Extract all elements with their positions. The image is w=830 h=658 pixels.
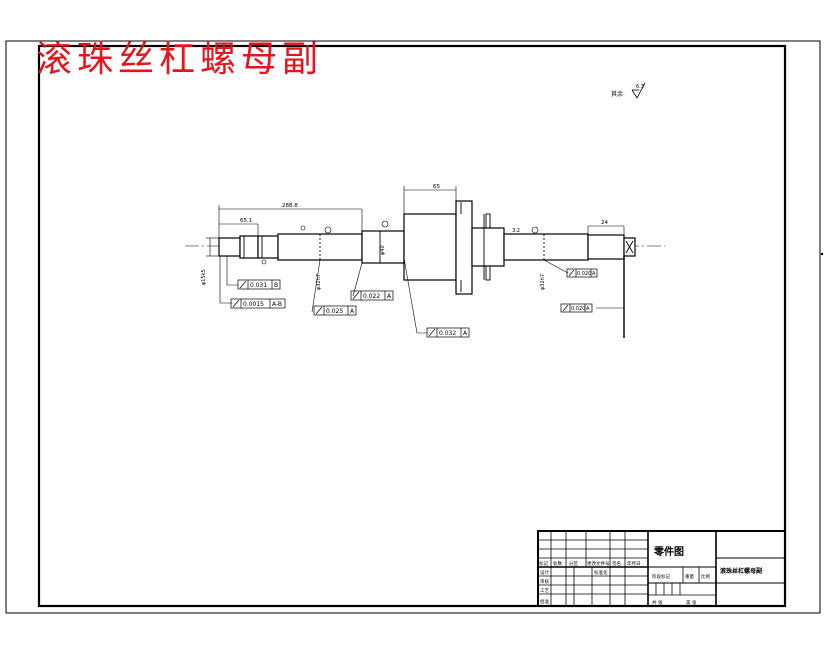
dimension-lines	[206, 186, 625, 257]
svg-text:审核: 审核	[540, 578, 549, 585]
section-markers	[261, 220, 539, 265]
tolerance-datum: A	[387, 293, 392, 300]
svg-text:阶段标记: 阶段标记	[652, 573, 670, 580]
tolerance-frame-6: 0.020 A	[566, 268, 598, 278]
svg-text:年月日: 年月日	[627, 560, 641, 567]
shaft-details	[243, 202, 634, 292]
dim-total-length: 288.8	[282, 203, 298, 209]
svg-text:标准化: 标准化	[594, 569, 608, 576]
svg-text:更改文件号: 更改文件号	[587, 560, 610, 567]
tolerance-value: 0.022	[363, 293, 380, 300]
shaft-outline	[218, 200, 636, 295]
tolerance-value: 0.025	[326, 308, 343, 315]
svg-text:φ32h7: φ32h7	[540, 274, 546, 290]
tolerance-datum: A	[463, 330, 468, 337]
tolerance-datum: A	[350, 308, 355, 315]
svg-text:共 张: 共 张	[652, 599, 663, 606]
svg-text:设计: 设计	[540, 569, 549, 576]
tolerance-datum: A	[592, 271, 596, 277]
svg-text:φ15k5: φ15k5	[201, 269, 207, 285]
tolerance-value: 0.032	[439, 330, 456, 337]
dim-nut-width: 65	[433, 184, 440, 190]
tolerance-frame-3: 0.025 A	[313, 305, 357, 316]
svg-text:签名: 签名	[612, 560, 621, 567]
drawing-name: 滚珠丝杠螺母副	[720, 567, 762, 575]
tolerance-frame-2: 0.0015 A-B	[230, 298, 286, 309]
drawing-title: 滚珠丝杠螺母副	[36, 39, 324, 80]
title-block-row-labels: 标记 处数 分区 更改文件号 签名 年月日	[539, 560, 641, 567]
leader-lines	[219, 214, 625, 338]
tolerance-frame-7: 0.020 A	[560, 303, 593, 313]
part-label: 零件图	[653, 545, 684, 558]
svg-text:工艺: 工艺	[540, 588, 549, 594]
tolerance-value: 0.020	[571, 306, 585, 312]
svg-text:标记: 标记	[539, 560, 548, 567]
frame-mark	[820, 252, 824, 256]
svg-text:φ40: φ40	[380, 245, 386, 255]
title-block-info: 阶段标记 重量 比例 共 张 第 张	[652, 573, 710, 606]
tolerance-datum: A-B	[272, 301, 282, 308]
roughness-value: 6.3	[636, 84, 644, 90]
tolerance-datum: A	[586, 306, 590, 312]
dim-right-length: 24	[601, 220, 608, 226]
title-block	[537, 530, 786, 607]
outer-frame	[5, 40, 821, 614]
svg-text:比例: 比例	[701, 573, 710, 580]
inner-frame	[37, 44, 787, 608]
tolerance-datum: B	[274, 282, 278, 289]
svg-text:分区: 分区	[569, 560, 578, 567]
svg-text:φ32h7: φ32h7	[316, 274, 322, 290]
roughness-symbol	[631, 82, 646, 99]
svg-text:批准: 批准	[540, 598, 549, 605]
svg-text:重量: 重量	[685, 573, 694, 580]
title-block-signoffs: 设计 标准化 审核 工艺 批准	[540, 569, 608, 605]
roughness-note: 其余	[611, 90, 623, 98]
svg-text:处数: 处数	[553, 560, 562, 567]
tolerance-value: 0.020	[577, 271, 591, 277]
tolerance-value: 0.031	[250, 282, 267, 289]
dim-chamfer: 3.2	[512, 228, 520, 234]
diameter-labels: φ15k5 φ32h7 φ40 φ32h7	[201, 245, 546, 290]
tolerance-value: 0.0015	[243, 301, 264, 308]
tolerance-frame-1: 0.031 B	[237, 279, 281, 290]
dim-left-length: 65.1	[240, 218, 252, 224]
tolerance-frame-5: 0.032 A	[426, 327, 470, 338]
svg-text:第 张: 第 张	[686, 599, 697, 606]
tolerance-frame-4: 0.022 A	[350, 290, 394, 301]
